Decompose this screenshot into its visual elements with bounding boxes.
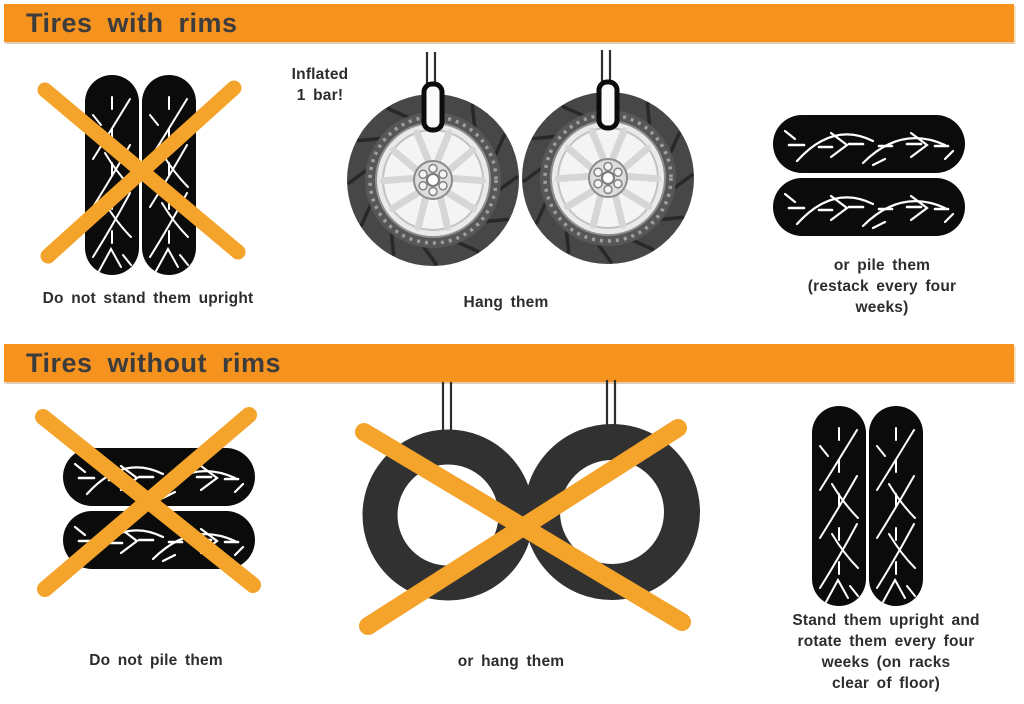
crossed-piled-tires-icon bbox=[35, 407, 261, 597]
section-header-tires-without-rims: Tires without rims bbox=[4, 344, 1014, 382]
prohibition-cross-icon bbox=[355, 419, 691, 635]
caption-do-not-pile: Do not pile them bbox=[89, 652, 223, 669]
piled-tires-icon bbox=[765, 105, 975, 245]
hanging-hook-icon bbox=[421, 81, 445, 133]
upright-tires-pair bbox=[812, 406, 923, 606]
crossed-hanging-tires-icon bbox=[355, 380, 700, 635]
caption-or-hang-them: or hang them bbox=[457, 653, 565, 670]
prohibition-cross-icon bbox=[35, 407, 261, 597]
prohibition-cross-icon bbox=[37, 80, 246, 264]
inflation-note: Inflated 1 bar! bbox=[291, 66, 349, 104]
caption-do-not-stand: Do not stand them upright bbox=[42, 290, 254, 307]
caption-pile-them: or pile them (restack every four weeks) bbox=[807, 257, 957, 316]
hanging-hook-icon bbox=[596, 79, 620, 131]
section-title: Tires without rims bbox=[26, 348, 282, 378]
section-header-tires-with-rims: Tires with rims bbox=[4, 4, 1014, 42]
upright-tires-icon bbox=[800, 398, 940, 608]
hanging-wheels-icon bbox=[330, 50, 700, 273]
piled-tires-pair bbox=[773, 115, 965, 236]
caption-stand-upright: Stand them upright and rotate them every… bbox=[792, 612, 980, 692]
hanging-strap bbox=[425, 50, 612, 90]
section-title: Tires with rims bbox=[26, 8, 238, 38]
crossed-upright-tires-icon bbox=[37, 60, 246, 295]
caption-hang-them: Hang them bbox=[463, 294, 549, 311]
